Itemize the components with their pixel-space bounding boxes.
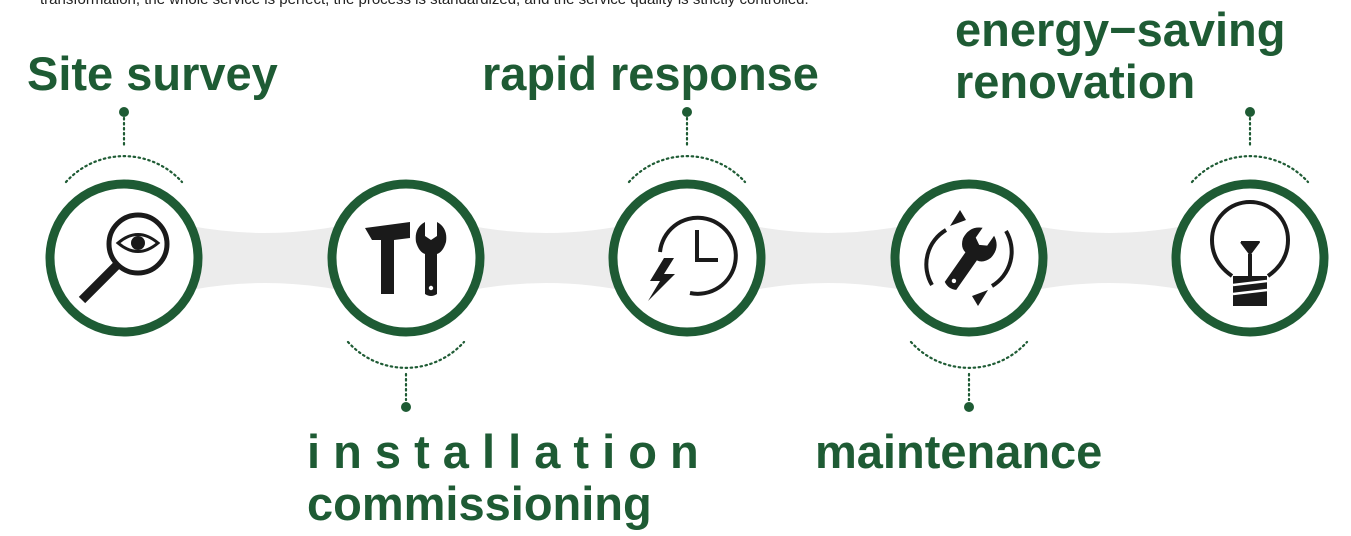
light-bulb-icon: [1209, 200, 1291, 306]
step-3-circle: [608, 179, 766, 337]
step-5-connector: [1190, 107, 1310, 184]
step-1-connector: [64, 107, 184, 184]
step-5-label-line-1: energy−saving: [955, 3, 1286, 56]
step-3-label-line: rapid response: [482, 47, 819, 100]
step-4-label: maintenance: [815, 426, 1102, 478]
wrench-cycle-icon: [924, 210, 1014, 306]
step-2-connector: [346, 340, 466, 412]
step-5-label-line-2: renovation: [955, 55, 1196, 108]
step-3-label: rapid response: [482, 48, 819, 100]
hammer-wrench-icon: [365, 222, 447, 296]
step-1-label-line: Site survey: [27, 47, 278, 100]
intro-text: transformation, the whole service is per…: [40, 0, 809, 8]
step-4-connector: [909, 340, 1029, 412]
step-1-label: Site survey: [27, 48, 278, 100]
step-3-connector: [627, 107, 747, 184]
step-4-label-line: maintenance: [815, 425, 1103, 478]
magnifier-eye-icon: [78, 212, 170, 304]
step-1-circle: [45, 179, 203, 337]
step-5-label: energy−saving renovation: [955, 4, 1285, 108]
step-2-circle: [327, 179, 485, 337]
step-2-label: i n s t a l l a t i o n commissioning: [307, 426, 699, 530]
step-2-label-line-1: i n s t a l l a t i o n: [307, 425, 699, 478]
step-2-label-line-2: commissioning: [307, 477, 652, 530]
clock-lightning-icon: [648, 215, 738, 301]
